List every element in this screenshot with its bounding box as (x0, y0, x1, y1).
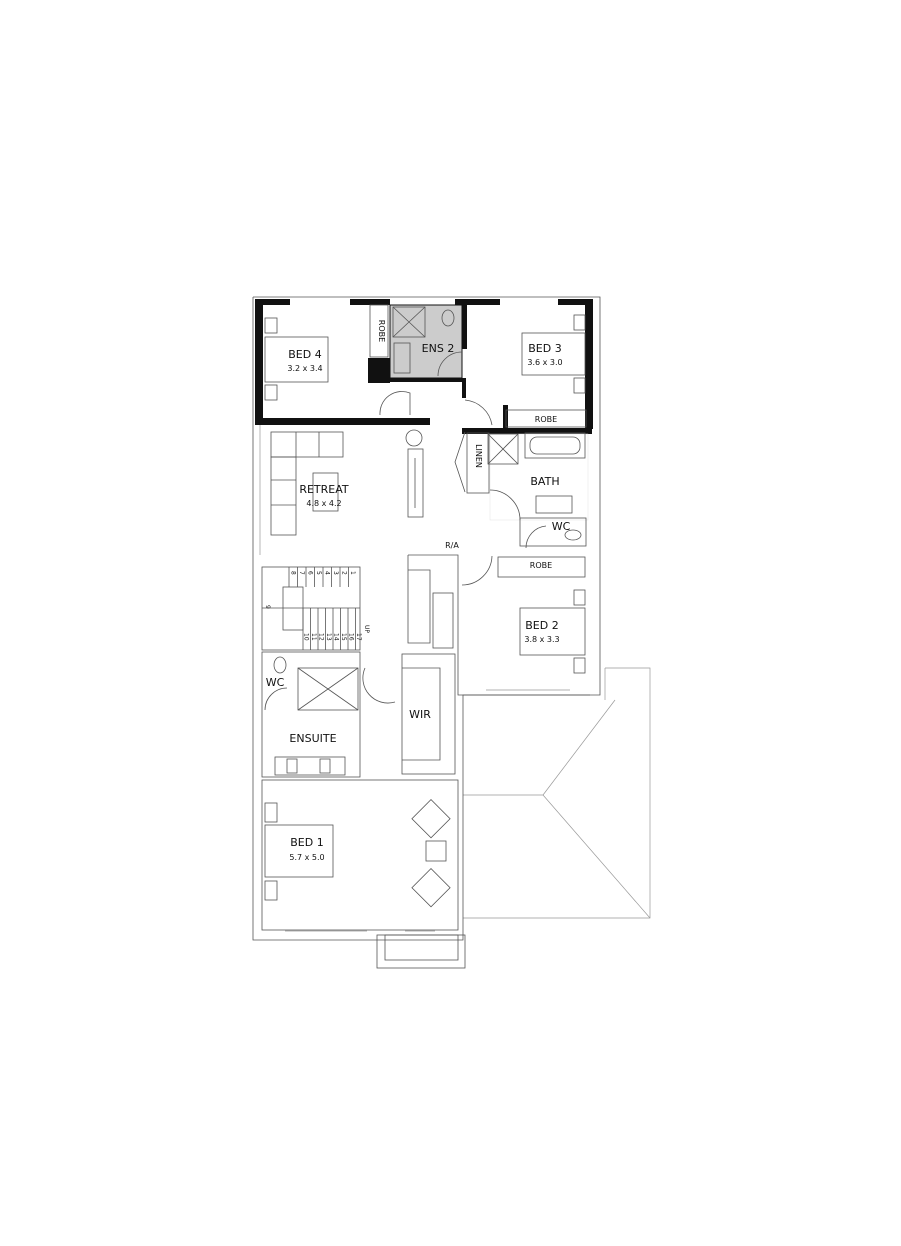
bed4-label: BED 4 (288, 348, 321, 361)
stair-step-number: 3 (332, 571, 339, 575)
wc-ensuite-label: WC (266, 676, 285, 689)
retreat (259, 425, 424, 555)
stair-step-number: 12 (318, 633, 325, 641)
wir-label: WIR (409, 708, 431, 721)
stair-step-number: 9 (264, 605, 271, 609)
stair-step-number: 1 (349, 571, 356, 575)
ra-label: R/A (445, 541, 459, 550)
stair-step-number: 11 (310, 633, 317, 641)
roof-outline (463, 667, 651, 919)
linen-label: LINEN (474, 444, 483, 468)
bed2-label: BED 2 (525, 619, 558, 632)
stair-step-number: 17 (355, 633, 362, 641)
ensuite (261, 651, 396, 778)
wir (401, 653, 456, 775)
stair-step-number: 4 (324, 571, 331, 575)
bed2-size: 3.8 x 3.3 (524, 635, 559, 644)
bed3-size: 3.6 x 3.0 (527, 358, 562, 367)
stair-step-number: 5 (315, 571, 322, 575)
bed2 (407, 554, 590, 696)
bath-label: BATH (530, 475, 559, 488)
bed1 (261, 779, 459, 932)
ens2-fixtures (392, 306, 463, 377)
ens2-label: ENS 2 (422, 342, 455, 355)
bed1-size: 5.7 x 5.0 (289, 853, 324, 862)
robe4-label: ROBE (377, 320, 386, 342)
bed4-size: 3.2 x 3.4 (287, 364, 322, 373)
stair-step-number: 7 (298, 571, 305, 575)
stair-up-label: UP (363, 625, 370, 633)
robe2-label: ROBE (530, 561, 552, 570)
robe3-label: ROBE (535, 415, 557, 424)
stair-step-number: 8 (290, 571, 297, 575)
wc-bath-label: WC (552, 520, 571, 533)
stair-step-number: 14 (333, 633, 340, 641)
stair-step-number: 2 (341, 571, 348, 575)
ens2-floor (389, 304, 463, 379)
retreat-label: RETREAT (299, 483, 349, 496)
bed4 (264, 304, 411, 416)
bed3-label: BED 3 (528, 342, 561, 355)
bed1-label: BED 1 (290, 836, 323, 849)
stair-step-number: 10 (303, 633, 310, 641)
stair-step-number: 15 (340, 633, 347, 641)
stair-step-number: 16 (348, 633, 355, 641)
retreat-size: 4.8 x 4.2 (306, 499, 341, 508)
bath (454, 431, 589, 549)
stair-step-number: 13 (325, 633, 332, 641)
stair-step-number: 6 (307, 571, 314, 575)
bed3 (464, 314, 587, 428)
ensuite-label: ENSUITE (289, 732, 336, 745)
